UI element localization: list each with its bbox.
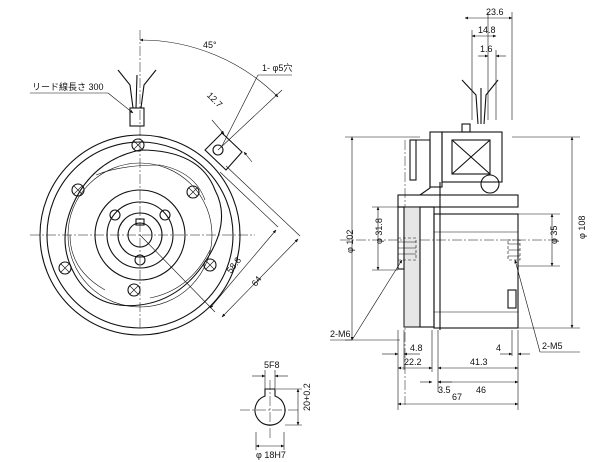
dim-22-2: 22.2 bbox=[404, 357, 422, 367]
key-depth-label: 20+0.2 bbox=[302, 383, 312, 411]
keyway-detail: 5F8 20+0.2 φ 18H7 bbox=[240, 360, 312, 460]
field-body bbox=[433, 213, 519, 329]
dim-31-8: φ 31.8 bbox=[374, 218, 384, 244]
dim-35: φ 35 bbox=[549, 226, 559, 244]
angle-label: 45° bbox=[203, 40, 217, 50]
hole-note: 1- φ5穴 bbox=[262, 62, 292, 73]
side-view: 23.6 14.8 1.6 φ 102 φ 31.8 φ 35 φ 108 2-… bbox=[330, 7, 587, 410]
dim-102: φ 102 bbox=[345, 230, 355, 253]
dim-46: 46 bbox=[476, 385, 486, 395]
dim-23-6: 23.6 bbox=[486, 7, 504, 17]
bore-with-keyway bbox=[254, 388, 286, 426]
dim-41-3: 41.3 bbox=[470, 357, 488, 367]
terminal-box bbox=[409, 123, 503, 196]
dim-4-8: 4.8 bbox=[410, 343, 423, 353]
thread-right-label: 2-M5 bbox=[542, 341, 563, 351]
lead-wire-note: リード線長さ 300 bbox=[32, 81, 104, 92]
armature-plate bbox=[64, 149, 222, 307]
hub-outer bbox=[94, 189, 186, 281]
dim-108: φ 108 bbox=[577, 216, 587, 239]
mounting-tab bbox=[204, 132, 243, 171]
dim-14-8: 14.8 bbox=[478, 25, 496, 35]
dim-3-5: 3.5 bbox=[438, 385, 451, 395]
front-view: 45° 1- φ5穴 12.7 リード線長さ 300 58.8 64 bbox=[30, 30, 301, 336]
lead-wires bbox=[117, 69, 157, 127]
dim-12-7: 12.7 bbox=[205, 90, 224, 109]
key-width-label: 5F8 bbox=[264, 360, 280, 370]
flange-top bbox=[397, 194, 519, 208]
dim-67: 67 bbox=[452, 392, 462, 402]
shaft-bore bbox=[127, 222, 153, 248]
bore-label: φ 18H7 bbox=[256, 450, 286, 460]
thread-left-label: 2-M6 bbox=[330, 329, 351, 339]
dim-4: 4 bbox=[496, 343, 501, 353]
armature-section bbox=[403, 206, 421, 328]
dim-64: 64 bbox=[250, 274, 264, 288]
side-lead-wires bbox=[461, 79, 499, 125]
dim-1-6: 1.6 bbox=[480, 44, 493, 54]
